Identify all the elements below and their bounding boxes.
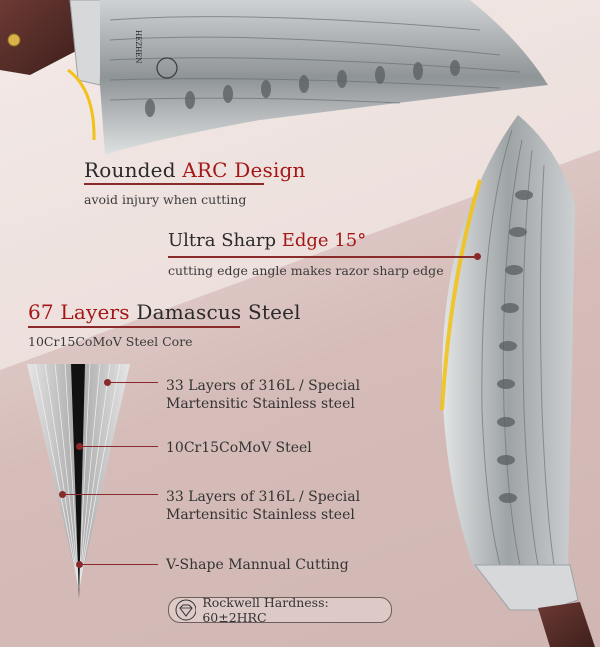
layer-4-label: V-Shape Mannual Cutting [166, 556, 349, 574]
layer-2-line1: 10Cr15CoMoV Steel [166, 440, 312, 456]
layer-2-line [82, 446, 158, 447]
layer-4-line [82, 564, 158, 565]
edge-underline [168, 256, 478, 258]
blade-engraving: HEZHEN [134, 30, 142, 64]
arc-underline [84, 183, 264, 185]
layer-1-label: 33 Layers of 316L / Special Martensitic … [166, 377, 360, 413]
layer-4-line1: V-Shape Mannual Cutting [166, 557, 349, 573]
layers-diagram [27, 364, 130, 599]
layer-2-dot [76, 443, 83, 450]
layer-3-line1: 33 Layers of 316L / Special [166, 489, 361, 505]
damascus-underline [28, 326, 240, 328]
damascus-title-accent: 67 Layers [28, 300, 130, 324]
edge-pointer-dot [474, 253, 481, 260]
top-knife-image [0, 0, 548, 155]
layer-1-line [110, 382, 158, 383]
diamond-icon [175, 599, 197, 621]
layer-4-dot [76, 561, 83, 568]
layer-1-line1: 33 Layers of 316L / Special [166, 378, 361, 394]
edge-title-plain: Ultra Sharp [168, 230, 282, 251]
damascus-subtitle: 10Cr15CoMoV Steel Core [28, 334, 193, 349]
layer-1-line2: Martensitic Stainless steel [166, 396, 355, 412]
edge-title-accent: Edge 15° [281, 230, 367, 251]
edge-subtitle: cutting edge angle makes razor sharp edg… [168, 263, 444, 278]
right-knife-image [440, 115, 595, 647]
edge-title: Ultra Sharp Edge 15° [168, 230, 366, 251]
hardness-text: Rockwell Hardness: 60±2HRC [202, 595, 329, 625]
layer-3-dot [59, 491, 66, 498]
arc-subtitle: avoid injury when cutting [84, 192, 247, 207]
layer-1-dot [104, 379, 111, 386]
layer-3-line2: Martensitic Stainless steel [166, 507, 355, 523]
hardness-badge: Rockwell Hardness: 60±2HRC [168, 595, 392, 625]
layer-3-label: 33 Layers of 316L / Special Martensitic … [166, 488, 360, 524]
damascus-title-plain: Damascus Steel [129, 300, 301, 324]
layer-3-line [65, 494, 158, 495]
layer-2-label: 10Cr15CoMoV Steel [166, 439, 312, 457]
arc-title-accent: ARC Design [182, 158, 306, 182]
arc-title-plain: Rounded [84, 158, 183, 182]
arc-title: Rounded ARC Design [84, 158, 306, 182]
damascus-title: 67 Layers Damascus Steel [28, 300, 301, 324]
